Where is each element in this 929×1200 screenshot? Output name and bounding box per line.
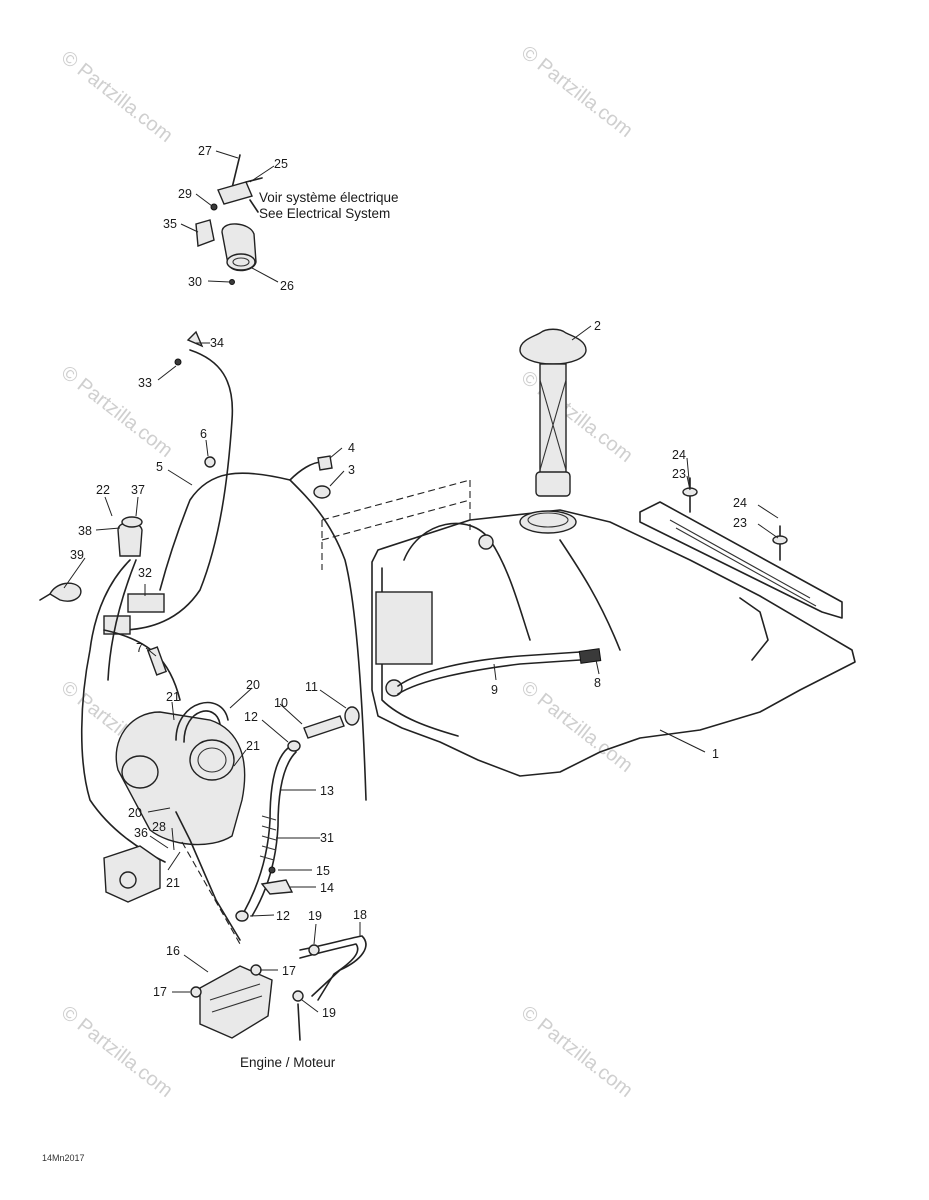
callout-labels: 1 2 3 4 5 6 7 8 9 10 11 12 12 13 14 15 1… [70,144,747,1020]
watermark: © Partzilla.com [517,42,637,142]
callout-27: 27 [198,144,212,158]
callout-4: 4 [348,441,355,455]
callout-20: 20 [128,806,142,820]
callout-8: 8 [594,676,601,690]
diagram-code: 14Mn2017 [42,1153,85,1163]
callout-6: 6 [200,427,207,441]
callout-14: 14 [320,881,334,895]
vent-line [159,455,367,801]
callout-13: 13 [320,784,334,798]
engine-note: Engine / Moteur [240,1055,336,1070]
callout-38: 38 [78,524,92,538]
fuel-tank [371,509,856,777]
reference-lines [321,479,471,570]
callout-35: 35 [163,217,177,231]
tank-outlet-pipe [397,648,602,695]
callout-24: 24 [672,448,686,462]
tank-support-bracket [639,477,843,619]
callout-23: 23 [672,467,686,481]
callout-17: 17 [282,964,296,978]
callout-24: 24 [733,496,747,510]
callout-7: 7 [136,641,143,655]
callout-29: 29 [178,187,192,201]
callout-1: 1 [712,747,719,761]
callout-26: 26 [280,279,294,293]
callout-34: 34 [210,336,224,350]
callout-5: 5 [156,460,163,474]
callout-19: 19 [322,1006,336,1020]
callout-3: 3 [348,463,355,477]
callout-21: 21 [166,876,180,890]
callout-39: 39 [70,548,84,562]
callout-16: 16 [166,944,180,958]
fuel-pump [190,944,320,1041]
watermark: © Partzilla.com [57,1002,177,1102]
callout-31: 31 [320,831,334,845]
leader-lines [63,150,779,1013]
watermark: © Partzilla.com [57,362,177,462]
callout-17: 17 [153,985,167,999]
callout-30: 30 [188,275,202,289]
callout-28: 28 [152,820,166,834]
callout-12: 12 [244,710,258,724]
fuel-hoses [175,747,367,1001]
inline-fittings [235,706,360,922]
callout-25: 25 [274,157,288,171]
watermark: © Partzilla.com [517,1002,637,1102]
watermark: © Partzilla.com [57,47,177,147]
callout-23: 23 [733,516,747,530]
callout-2: 2 [594,319,601,333]
throttle-cable [103,330,234,635]
watermark: © Partzilla.com [517,367,637,467]
callout-21: 21 [166,690,180,704]
filler-neck [519,328,587,497]
callout-21: 21 [246,739,260,753]
callout-11: 11 [305,680,318,694]
callout-36: 36 [134,826,148,840]
callout-18: 18 [353,908,367,922]
electrical-note-fr: Voir système électrique [259,190,399,205]
callout-10: 10 [274,696,288,710]
carburetor-assembly [103,701,246,903]
watermark: © Partzilla.com [517,677,637,777]
callout-19: 19 [308,909,322,923]
callout-20: 20 [246,678,260,692]
callout-22: 22 [96,483,110,497]
fuel-sender-assembly [195,154,263,285]
callout-15: 15 [316,864,330,878]
callout-33: 33 [138,376,152,390]
callout-37: 37 [131,483,145,497]
callout-12: 12 [276,909,290,923]
callout-32: 32 [138,566,152,580]
wiring-harness [39,516,181,863]
callout-9: 9 [491,683,498,697]
electrical-note-en: See Electrical System [259,206,390,221]
